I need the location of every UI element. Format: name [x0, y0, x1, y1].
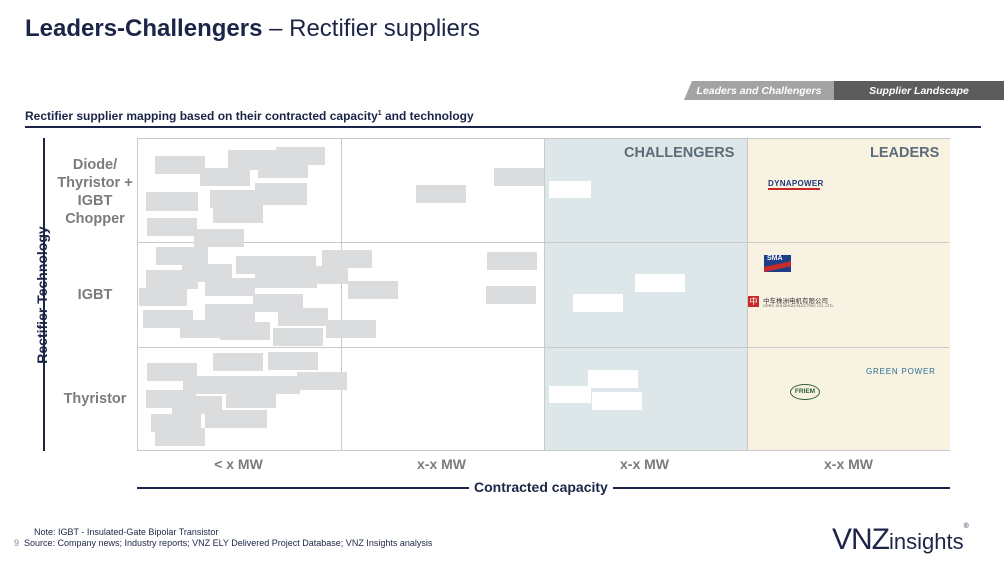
subtitle-divider — [25, 126, 981, 128]
column-label-2: x-x MW — [417, 456, 466, 472]
title-bold: Leaders-Challengers — [25, 15, 263, 42]
page-number: 9 — [14, 538, 20, 548]
footnote-source: Source: Company news; Industry reports; … — [24, 538, 433, 548]
chart-subtitle: Rectifier supplier mapping based on thei… — [25, 109, 474, 123]
redacted-logo — [276, 147, 325, 165]
redacted-logo — [156, 247, 208, 265]
redacted-logo — [592, 392, 642, 410]
crrc-logo-subtext: CRRC ZHUZHOU ELECTRIC CO.,LTD. — [763, 303, 834, 308]
redacted-logo — [213, 353, 263, 371]
redacted-logo — [205, 410, 267, 428]
grid-line-h2 — [138, 347, 949, 348]
redacted-logo — [549, 386, 591, 403]
redacted-logo — [205, 304, 255, 322]
row-label-igbt: IGBT — [77, 287, 113, 303]
redacted-logo — [205, 278, 255, 296]
subtitle-tail: and technology — [381, 109, 474, 123]
redacted-logo — [487, 252, 537, 270]
redacted-logo — [146, 192, 198, 211]
redacted-logo — [255, 183, 307, 205]
redacted-logo — [213, 205, 263, 223]
brand-word: insights — [889, 529, 964, 554]
redacted-logo — [226, 392, 276, 408]
redacted-logo — [180, 320, 230, 338]
crrc-logo-icon: 中 — [748, 296, 759, 307]
crrc-logo-text: 中车株洲电机有限公司 — [763, 298, 828, 305]
redacted-logo — [268, 352, 318, 370]
redacted-logo — [240, 376, 300, 394]
tab-leaders-and-challengers[interactable]: Leaders and Challengers — [684, 81, 834, 100]
redacted-logo — [155, 156, 205, 174]
redacted-logo — [297, 372, 347, 390]
sma-logo: SMA — [764, 255, 791, 272]
redacted-logo — [635, 274, 685, 292]
redacted-logo — [147, 218, 197, 236]
redacted-logo — [588, 370, 638, 388]
redacted-logo — [210, 190, 262, 208]
redacted-logo — [322, 250, 372, 268]
challengers-label: CHALLENGERS — [624, 145, 735, 161]
leaders-column — [748, 139, 950, 450]
green-power-logo: GREEN POWER — [866, 367, 936, 376]
section-tabs: Leaders and Challengers Supplier Landsca… — [684, 81, 1004, 100]
redacted-logo — [182, 264, 232, 282]
redacted-logo — [258, 162, 308, 178]
brand-registered: ® — [963, 523, 969, 530]
page-title: Leaders-Challengers – Rectifier supplier… — [25, 15, 480, 43]
grid-line-h1 — [138, 242, 949, 243]
redacted-logo — [326, 320, 376, 338]
subtitle-main: Rectifier supplier mapping based on thei… — [25, 109, 378, 123]
footnote-note: Note: IGBT - Insulated-Gate Bipolar Tran… — [34, 527, 219, 537]
tab-supplier-landscape[interactable]: Supplier Landscape — [834, 81, 1004, 100]
redacted-logo — [139, 288, 187, 306]
redacted-logo — [549, 181, 591, 198]
dynapower-logo: DYNAPOWER — [768, 179, 824, 188]
redacted-logo — [494, 168, 544, 186]
row-label-diode-thyristor-igbt: Diode/ Thyristor + IGBT Chopper — [57, 157, 133, 227]
redacted-logo — [348, 281, 398, 299]
redacted-logo — [486, 286, 536, 304]
leaders-label: LEADERS — [870, 145, 940, 161]
redacted-logo — [155, 428, 205, 446]
redacted-logo — [194, 229, 244, 247]
redacted-logo — [273, 328, 323, 346]
y-axis-line — [43, 138, 45, 451]
grid-line-v1 — [341, 139, 342, 450]
redacted-logo — [151, 414, 201, 432]
title-dash: – — [262, 15, 290, 42]
title-rest: Rectifier suppliers — [289, 15, 480, 42]
redacted-logo — [220, 322, 270, 340]
row-label-thyristor: Thyristor — [63, 391, 127, 407]
redacted-logo — [300, 266, 348, 284]
redacted-logo — [253, 294, 303, 312]
sma-logo-text: SMA — [767, 255, 783, 262]
brand-mark: VNZ — [832, 523, 890, 556]
subtitle-footnote-mark: 1 — [377, 110, 382, 117]
grid-line-v2 — [544, 139, 545, 450]
redacted-logo — [236, 256, 316, 274]
grid-line-v3 — [747, 139, 748, 450]
redacted-logo — [278, 308, 328, 326]
redacted-logo — [573, 294, 623, 312]
vnz-insights-logo: VNZinsights® — [832, 523, 969, 557]
redacted-logo — [172, 396, 222, 414]
redacted-logo — [183, 376, 243, 394]
y-axis-label: Rectifier Technology — [34, 226, 50, 364]
column-label-1: < x MW — [214, 456, 263, 472]
sma-logo-bar — [764, 261, 791, 272]
redacted-logo — [416, 185, 466, 203]
column-label-3: x-x MW — [620, 456, 669, 472]
column-label-4: x-x MW — [824, 456, 873, 472]
dynapower-logo-underline — [768, 188, 820, 190]
redacted-logo — [200, 168, 250, 186]
friem-logo: FRIEM — [790, 384, 820, 400]
x-axis-label: Contracted capacity — [469, 479, 613, 495]
